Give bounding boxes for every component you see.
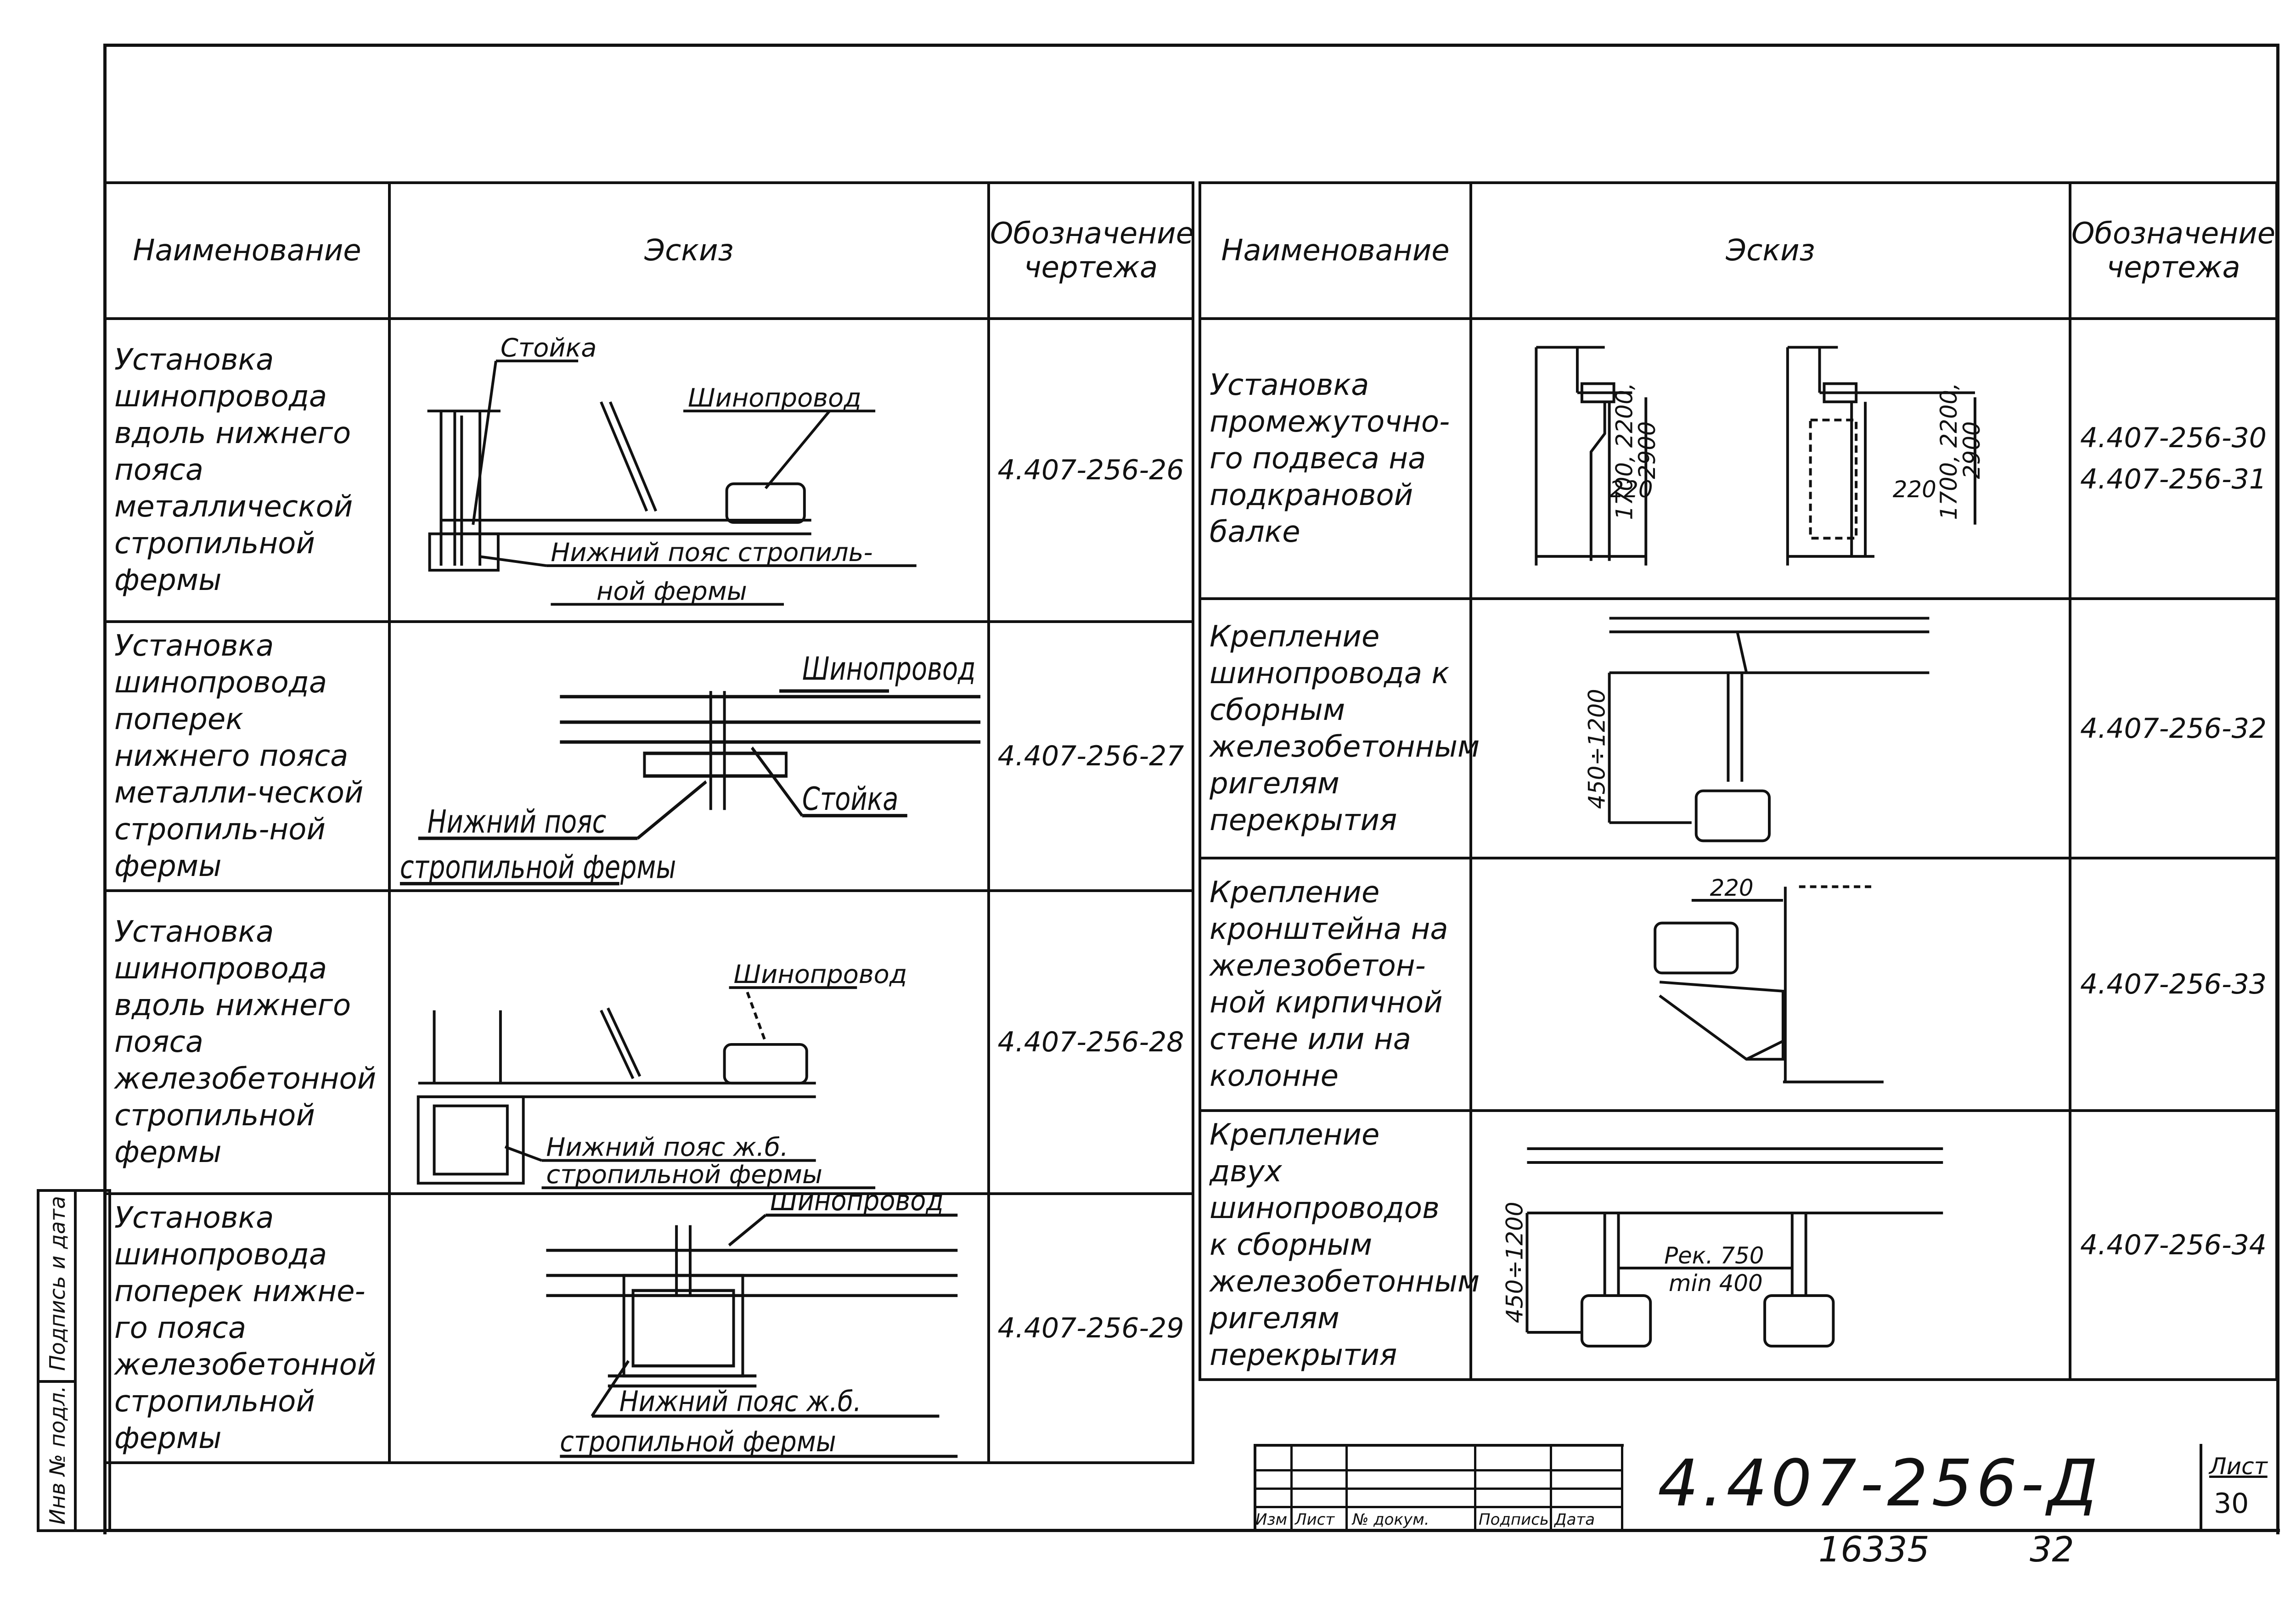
row-code: 4.407-256-26 xyxy=(987,317,1194,623)
row-sketch: 220 xyxy=(1469,857,2071,1112)
dim-label: 220 xyxy=(1893,476,1936,503)
sketch-label: ной фермы xyxy=(597,577,747,606)
table-row: Установка шинопровода поперек нижне-го п… xyxy=(103,1192,1194,1464)
frame-bottom-line xyxy=(103,1529,2280,1532)
sketch-label: Стойка xyxy=(501,333,597,363)
row-code: 4.407-256-27 xyxy=(987,620,1194,892)
left-spec-table: Наименование Эскиз Обозначение чертежа У… xyxy=(103,181,1194,1464)
right-spec-table: Наименование Эскиз Обозначение чертежа У… xyxy=(1199,181,2278,1381)
tb-header: Подпись xyxy=(1479,1510,1549,1529)
row-code: 4.407-256-33 xyxy=(2069,857,2278,1112)
sketch-label: Нижний пояс xyxy=(428,803,607,840)
dim-label: 2900 xyxy=(1634,421,1660,479)
dim-label: 220 xyxy=(1710,875,1754,901)
dim-label: min 400 xyxy=(1669,1270,1763,1297)
row-sketch: 450÷1200 xyxy=(1469,597,2071,859)
row-name: Установка шинопровода вдоль нижнего пояс… xyxy=(103,317,391,623)
row-name: Установка шинопровода поперек нижне-го п… xyxy=(103,1192,391,1464)
row-code: 4.407-256-34 xyxy=(2069,1109,2278,1381)
table-row: Установка шинопровода вдоль нижнего пояс… xyxy=(103,317,1194,623)
dim-label: 1700, 2200, xyxy=(1611,383,1638,520)
tb-header: Дата xyxy=(1554,1510,1595,1529)
row-code: 4.407-256-29 xyxy=(987,1192,1194,1464)
sketch-label: Шинопровод xyxy=(802,651,976,687)
tb-header: Лист xyxy=(1295,1510,1335,1529)
sketch-label: стропильной фермы xyxy=(560,1426,836,1458)
header-sketch: Эскиз xyxy=(388,181,990,320)
table-row: Крепление двух шинопроводов к сборным же… xyxy=(1199,1109,2278,1381)
table-row: Установка шинопровода поперек нижнего по… xyxy=(103,620,1194,892)
row-sketch: 220 1700, 2200, 2900 220 1700, 2200, 290… xyxy=(1469,317,2071,600)
document-designation: 4.407-256-Д xyxy=(1658,1446,2102,1521)
side-stamp-inv: Инв № подл. xyxy=(45,1386,70,1525)
row-name: Установка шинопровода поперек нижнего по… xyxy=(103,620,391,892)
dim-label: 1700, 2200, xyxy=(1936,383,1962,520)
dim-label: 2900 xyxy=(1958,421,1985,479)
row-name: Крепление двух шинопроводов к сборным же… xyxy=(1199,1109,1480,1381)
sheet-box: Лист 30 xyxy=(2200,1444,2278,1529)
sketch-label: Шинопровод xyxy=(734,960,907,989)
row-name: Установка шинопровода вдоль нижнего пояс… xyxy=(103,889,391,1195)
row-sketch: Стойка Шинопровод Нижний пояс стропиль- … xyxy=(388,317,990,623)
side-stamp-signature: Подпись и дата xyxy=(45,1196,70,1371)
table-row: Установка промежуточно-го подвеса на под… xyxy=(1199,317,2278,600)
dim-label: 450÷1200 xyxy=(1584,689,1610,809)
sketch-label: стропильной фермы xyxy=(400,848,676,885)
dim-label: 220 xyxy=(1609,476,1653,503)
row-sketch: Шинопровод Нижний пояс ж.б. стропильной … xyxy=(388,1192,990,1464)
inventory-number: 16335 xyxy=(1818,1529,1930,1570)
row-name: Крепление кронштейна на железобетон-ной … xyxy=(1199,857,1472,1112)
table-row: Крепление кронштейна на железобетон-ной … xyxy=(1199,857,2278,1112)
table-row: Установка шинопровода вдоль нижнего пояс… xyxy=(103,889,1194,1195)
dim-label: Рек. 750 xyxy=(1664,1242,1764,1269)
header-name: Наименование xyxy=(103,181,391,320)
row-name: Установка промежуточно-го подвеса на под… xyxy=(1199,317,1472,600)
row-name: Крепление шинопровода к сборным железобе… xyxy=(1199,597,1480,859)
row-code: 4.407-256-32 xyxy=(2069,597,2278,859)
sketch-label: Нижний пояс ж.б. xyxy=(546,1133,788,1162)
sheet-label: Лист xyxy=(2209,1453,2268,1480)
sketch-label: Нижний пояс стропиль- xyxy=(551,538,872,567)
title-block: Изм Лист № докум. Подпись Дата xyxy=(1254,1444,2273,1532)
row-sketch: Шинопровод Нижний пояс ж.б. стропильной … xyxy=(388,889,990,1195)
header-sketch: Эскиз xyxy=(1469,181,2071,320)
header-designation: Обозначение чертежа xyxy=(987,181,1194,320)
row-sketch: 450÷1200 Рек. 750 min 400 xyxy=(1469,1109,2071,1381)
header-designation: Обозначение чертежа xyxy=(2069,181,2278,320)
sheet-number: 30 xyxy=(2214,1488,2249,1520)
row-code: 4.407-256-30 4.407-256-31 xyxy=(2069,317,2278,600)
row-sketch: Шинопровод Нижний пояс стропильной фермы… xyxy=(388,620,990,892)
dim-label: 450÷1200 xyxy=(1502,1201,1528,1323)
side-stamp: Подпись и дата Инв № подл. xyxy=(37,1189,111,1532)
sketch-label: Стойка xyxy=(802,780,899,817)
tb-header: № докум. xyxy=(1352,1510,1429,1529)
tb-header: Изм xyxy=(1255,1510,1288,1529)
sketch-label: Шинопровод xyxy=(770,1195,944,1217)
table-row: Крепление шинопровода к сборным железобе… xyxy=(1199,597,2278,859)
row-code: 4.407-256-28 xyxy=(987,889,1194,1195)
sketch-label: стропильной фермы xyxy=(546,1160,822,1190)
sketch-label: Шинопровод xyxy=(688,383,861,413)
sketch-label: Нижний пояс ж.б. xyxy=(619,1385,861,1418)
header-name: Наименование xyxy=(1199,181,1472,320)
page-number: 32 xyxy=(2030,1529,2074,1570)
